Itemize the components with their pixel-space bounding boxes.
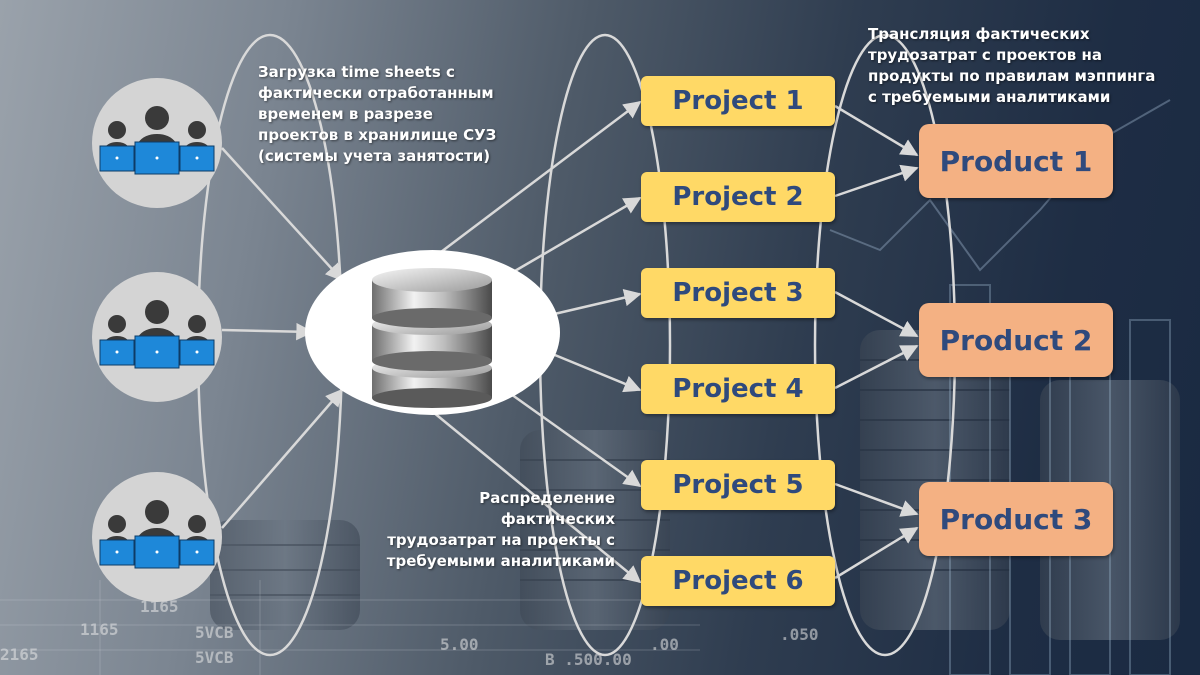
project-label: Project 4 [672, 374, 804, 404]
background-numbers: 1165 1165 2165 5VCB 5VCB .050 B .500.00 … [0, 597, 819, 669]
arrow-db-project3 [549, 289, 642, 317]
project-label: Project 1 [672, 86, 804, 116]
caption-translate: Трансляция фактических трудозатрат с про… [868, 25, 1156, 106]
bg-number: .00 [650, 635, 679, 654]
arrow-project6-product3 [834, 526, 919, 580]
arrow-team1-db [221, 147, 344, 282]
project-label: Project 5 [672, 470, 804, 500]
project-box-3: Project 3 [641, 268, 835, 318]
bg-number: 1165 [140, 597, 179, 616]
arrow-db-project5 [507, 390, 642, 488]
bg-number: 1165 [80, 620, 119, 639]
arrow-project3-product2 [834, 290, 919, 338]
project-box-5: Project 5 [641, 460, 835, 510]
product-label: Product 1 [939, 144, 1093, 178]
bg-number: 5VCB [195, 648, 234, 667]
team-circle-1 [92, 78, 222, 208]
arrow-project4-product2 [834, 344, 919, 390]
product-box-2: Product 2 [919, 303, 1113, 377]
project-label: Project 3 [672, 278, 804, 308]
caption-distribute: Распределение фактических трудозатрат на… [386, 489, 615, 570]
product-label: Product 3 [939, 502, 1093, 536]
team-circle-2 [92, 272, 222, 402]
project-label: Project 2 [672, 182, 804, 212]
caption-load: Загрузка time sheets с фактически отрабо… [258, 63, 497, 165]
arrow-db-project4 [549, 351, 642, 393]
project-box-2: Project 2 [641, 172, 835, 222]
bg-number: 5VCB [195, 623, 234, 642]
bg-number: 2165 [0, 645, 39, 664]
project-label: Project 6 [672, 566, 804, 596]
team-group-icon [99, 106, 215, 175]
arrow-db-project6 [432, 411, 642, 584]
arrow-team2-db [221, 322, 314, 341]
database-cylinder-icon [372, 268, 492, 408]
arrow-db-project1 [432, 100, 642, 259]
bg-number: 5.00 [440, 635, 479, 654]
project-box-6: Project 6 [641, 556, 835, 606]
team-group-icon [99, 300, 215, 369]
product-box-3: Product 3 [919, 482, 1113, 556]
bg-number: .050 [780, 625, 819, 644]
arrow-project2-product1 [834, 164, 919, 198]
project-box-4: Project 4 [641, 364, 835, 414]
project-box-1: Project 1 [641, 76, 835, 126]
team-circle-3 [92, 472, 222, 602]
arrow-project1-product1 [834, 104, 919, 157]
arrow-db-project2 [507, 196, 642, 277]
arrow-team3-db [221, 388, 344, 529]
product-label: Product 2 [939, 323, 1093, 357]
product-box-1: Product 1 [919, 124, 1113, 198]
database-node [305, 250, 560, 415]
arrow-project5-product3 [834, 482, 919, 517]
team-group-icon [99, 500, 215, 569]
